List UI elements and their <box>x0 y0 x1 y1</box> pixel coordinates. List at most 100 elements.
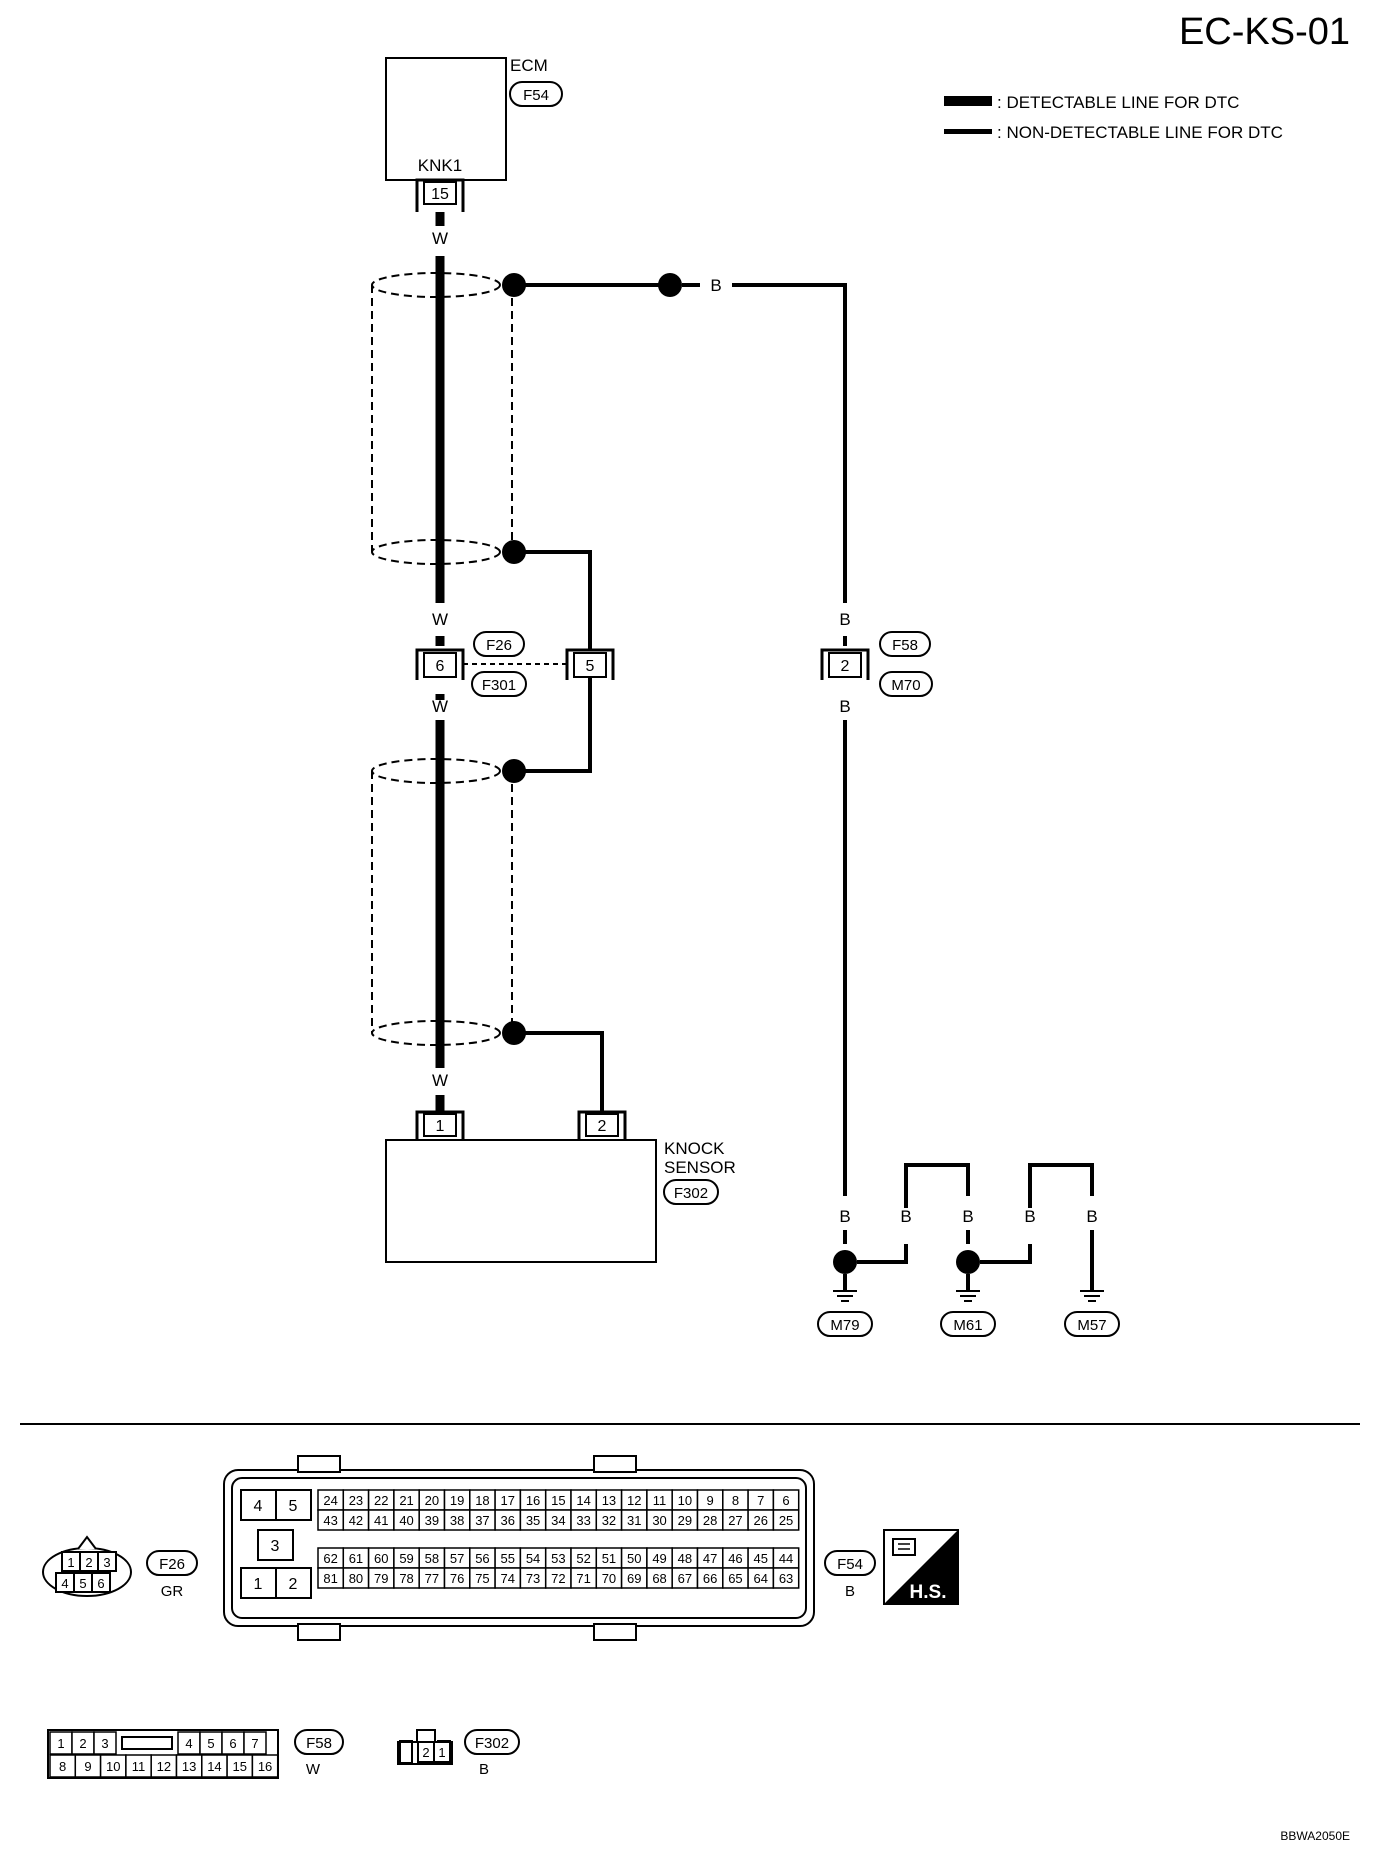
f302-color: B <box>479 1761 489 1778</box>
wire-color-b-4: B <box>900 1207 911 1226</box>
wire-color-w-2: W <box>432 610 448 629</box>
f54-pin-61: 61 <box>349 1551 363 1566</box>
f54-pin-40: 40 <box>399 1513 413 1528</box>
f54-pin-25: 25 <box>779 1513 793 1528</box>
ground-m61: M61 <box>953 1317 982 1334</box>
f54-pin-79: 79 <box>374 1571 388 1586</box>
f54-pin-54: 54 <box>526 1551 540 1566</box>
ground-symbols <box>833 1290 1104 1302</box>
f54-pin-35: 35 <box>526 1513 540 1528</box>
wire-color-b-5: B <box>962 1207 973 1226</box>
ecm-pin-bracket <box>415 178 465 212</box>
f58-pin-3: 3 <box>101 1736 108 1751</box>
connector-tag-f26: F26 <box>486 637 512 654</box>
f54-pin-30: 30 <box>652 1513 666 1528</box>
connector-face-f26: 1 2 3 4 5 6 F26 GR <box>42 1535 198 1600</box>
lower-shield <box>371 758 513 1046</box>
f58-color: W <box>306 1761 321 1778</box>
junction-f26-f301: 6 5 F26 F301 <box>415 631 615 697</box>
hs-label: H.S. <box>910 1582 947 1603</box>
f54-pin-77: 77 <box>425 1571 439 1586</box>
f54-pin-80: 80 <box>349 1571 363 1586</box>
f54-pin-47: 47 <box>703 1551 717 1566</box>
ground-m79: M79 <box>830 1317 859 1334</box>
f54-pin-16: 16 <box>526 1493 540 1508</box>
wire-color-b-top: B <box>710 276 721 295</box>
f54-pin-12: 12 <box>627 1493 641 1508</box>
wire-color-b-3: B <box>839 1207 850 1226</box>
f54-pin-7: 7 <box>757 1493 764 1508</box>
f54-pin-9: 9 <box>707 1493 714 1508</box>
f58-pin-16: 16 <box>258 1759 272 1774</box>
f26-pin-3: 3 <box>103 1555 110 1570</box>
f58-pin-9: 9 <box>84 1759 91 1774</box>
f54-pin-57: 57 <box>450 1551 464 1566</box>
f54-pin-20: 20 <box>425 1493 439 1508</box>
f54-pin-6: 6 <box>782 1493 789 1508</box>
f54-pin-70: 70 <box>602 1571 616 1586</box>
f54-color: B <box>845 1583 855 1600</box>
f58-pin-4: 4 <box>185 1736 192 1751</box>
f54-pin-63: 63 <box>779 1571 793 1586</box>
junction-pin-5: 5 <box>586 658 595 675</box>
ground-m57: M57 <box>1077 1317 1106 1334</box>
knock-sensor-label-1: KNOCK <box>664 1139 725 1158</box>
connector-tag-m70: M70 <box>891 677 920 694</box>
f54-pin-51: 51 <box>602 1551 616 1566</box>
connector-face-f302: 2 1 F302 B <box>397 1729 520 1778</box>
f54-pin-50: 50 <box>627 1551 641 1566</box>
f58-pin-7: 7 <box>251 1736 258 1751</box>
knock-sensor-block: 1 2 KNOCK SENSOR F302 <box>385 1110 736 1263</box>
knock-sensor-pin-1: 1 <box>436 1118 445 1135</box>
f58-pin-12: 12 <box>157 1759 171 1774</box>
f54-pin-71: 71 <box>576 1571 590 1586</box>
f54-pin-3: 3 <box>271 1538 280 1555</box>
f54-pin-22: 22 <box>374 1493 388 1508</box>
ground-network <box>843 1163 1094 1290</box>
f54-pin-33: 33 <box>576 1513 590 1528</box>
splice-dots <box>502 273 682 1045</box>
f54-pin-62: 62 <box>323 1551 337 1566</box>
f58-lock-slot <box>121 1736 173 1750</box>
f54-pin-69: 69 <box>627 1571 641 1586</box>
f26-pin-4: 4 <box>61 1576 68 1591</box>
f54-pin-26: 26 <box>754 1513 768 1528</box>
f54-pin-18: 18 <box>475 1493 489 1508</box>
knock-sensor-label-2: SENSOR <box>664 1158 736 1177</box>
knock-sensor-connector: F302 <box>674 1185 708 1202</box>
wire-color-w-4: W <box>432 1071 448 1090</box>
f54-pin-27: 27 <box>728 1513 742 1528</box>
f54-pin-8: 8 <box>732 1493 739 1508</box>
f54-pin-72: 72 <box>551 1571 565 1586</box>
shield-drain-wires <box>514 283 847 1112</box>
f26-pin-2: 2 <box>85 1555 92 1570</box>
f302-pin-2: 2 <box>422 1745 429 1760</box>
f54-pin-13: 13 <box>602 1493 616 1508</box>
f302-pin-1: 1 <box>438 1745 445 1760</box>
ecm-terminal-name: KNK1 <box>418 156 462 175</box>
f26-pin-6: 6 <box>97 1576 104 1591</box>
f54-pin-24: 24 <box>323 1493 337 1508</box>
f54-pin-37: 37 <box>475 1513 489 1528</box>
junction-pin-6: 6 <box>436 658 445 675</box>
f54-pin-48: 48 <box>678 1551 692 1566</box>
f58-pin-16-cell <box>251 1754 279 1778</box>
ecm-pin-box <box>423 181 457 205</box>
f58-pin-2: 2 <box>79 1736 86 1751</box>
f54-pin-10: 10 <box>678 1493 692 1508</box>
f54-face-tag <box>824 1550 876 1576</box>
signal-wire: W W W W <box>432 212 448 1112</box>
f54-pin-4: 4 <box>254 1498 263 1515</box>
f54-pin-cell <box>772 1509 800 1531</box>
f54-pin-46: 46 <box>728 1551 742 1566</box>
knock-sensor-pin-2: 2 <box>598 1118 607 1135</box>
f54-pin-49: 49 <box>652 1551 666 1566</box>
f58-pin-14: 14 <box>207 1759 221 1774</box>
f58-pin-5: 5 <box>207 1736 214 1751</box>
connector-tag-f58: F58 <box>892 637 918 654</box>
f54-pin-52: 52 <box>576 1551 590 1566</box>
